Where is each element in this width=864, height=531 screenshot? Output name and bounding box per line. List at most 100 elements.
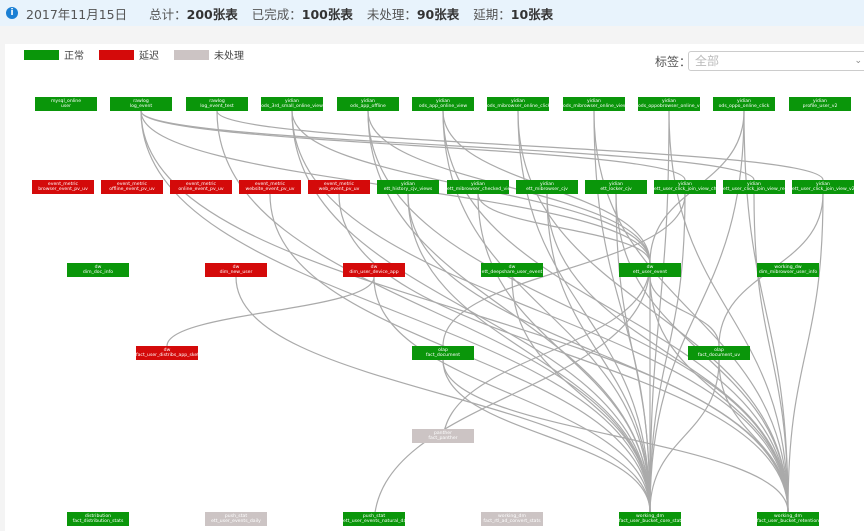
node-table: ett_user_event bbox=[632, 270, 668, 275]
node-table: ods_mibrowser_online_click bbox=[487, 104, 549, 109]
node-table: ett_history_cjv_views bbox=[383, 187, 433, 192]
delay-value: 10张表 bbox=[510, 6, 554, 22]
node-db: yidian bbox=[401, 182, 415, 187]
node-db: rawlog bbox=[133, 99, 149, 104]
node-db: dw bbox=[508, 265, 516, 270]
dependency-edge bbox=[442, 262, 651, 444]
pending-value: 90张表 bbox=[416, 6, 460, 22]
dependency-edge bbox=[593, 110, 651, 513]
dependency-edge bbox=[367, 110, 651, 513]
dependency-edge bbox=[511, 276, 651, 513]
pending-label: 未处理： bbox=[366, 6, 417, 22]
node-db: yidian bbox=[361, 99, 375, 104]
node-table: ett_user_events_natural_daily bbox=[343, 519, 405, 524]
dependency-edge bbox=[615, 193, 651, 513]
dependency-edge bbox=[407, 193, 651, 513]
dependency-edge bbox=[649, 193, 686, 513]
node-db: yidian bbox=[587, 99, 601, 104]
dependency-edge bbox=[546, 193, 651, 513]
node-table: fact_user_bucket_retention bbox=[757, 519, 819, 524]
node-table: offline_event_pv_uv bbox=[109, 187, 155, 192]
node-db: event_metric bbox=[116, 182, 148, 187]
node-table: ods_app_online_view bbox=[418, 104, 468, 109]
dependency-edge bbox=[649, 110, 745, 513]
table-node[interactable]: working_dmfact_user_bucket_core_stats_da… bbox=[619, 512, 681, 526]
node-table: dim_doc_info bbox=[82, 270, 114, 275]
node-db: yidian bbox=[662, 99, 676, 104]
node-db: working_dm bbox=[636, 514, 664, 519]
node-db: yidian bbox=[540, 182, 554, 187]
chevron-down-icon: ⌄ bbox=[854, 56, 862, 66]
dependency-edge bbox=[235, 276, 651, 513]
total-value: 200张表 bbox=[186, 6, 238, 22]
dependency-edge bbox=[442, 193, 686, 347]
node-table: online_event_pv_uv bbox=[178, 187, 224, 192]
tag-filter-select[interactable]: 全部 ⌄ bbox=[688, 51, 864, 71]
tag-filter-label: 标签： bbox=[655, 55, 692, 69]
node-db: working_dw bbox=[774, 265, 802, 270]
node-db: event_metric bbox=[47, 182, 79, 187]
node-db: yidian bbox=[471, 182, 485, 187]
node-table: ods_oppobrowser_online_view bbox=[638, 104, 700, 109]
dependency-edge bbox=[442, 359, 789, 513]
node-db: yidian bbox=[511, 99, 525, 104]
info-icon: i bbox=[6, 7, 18, 19]
node-db: yidian bbox=[747, 182, 761, 187]
node-table: fact_panther bbox=[428, 436, 458, 441]
dependency-edge bbox=[373, 262, 651, 527]
node-db: yidian bbox=[737, 99, 751, 104]
node-table: log_event bbox=[129, 104, 153, 109]
node-table: ett_user_click_join_view_related_nov bbox=[723, 187, 785, 192]
node-db: olap bbox=[714, 348, 724, 353]
node-table: ods_3rd_small_online_view bbox=[261, 104, 323, 109]
node-db: rawlog bbox=[209, 99, 225, 104]
node-table: ods_app_offline bbox=[350, 104, 386, 109]
tag-filter-placeholder: 全部 bbox=[695, 54, 720, 68]
node-table: profile_user_v2 bbox=[802, 104, 838, 109]
table-node[interactable]: yidianett_user_click_join_view_related_n… bbox=[723, 180, 785, 194]
dependency-edge bbox=[367, 110, 651, 264]
node-db: yidian bbox=[813, 99, 827, 104]
legend-swatch-normal bbox=[24, 49, 59, 60]
node-db: olap bbox=[438, 348, 448, 353]
node-db: distribution bbox=[84, 514, 112, 519]
